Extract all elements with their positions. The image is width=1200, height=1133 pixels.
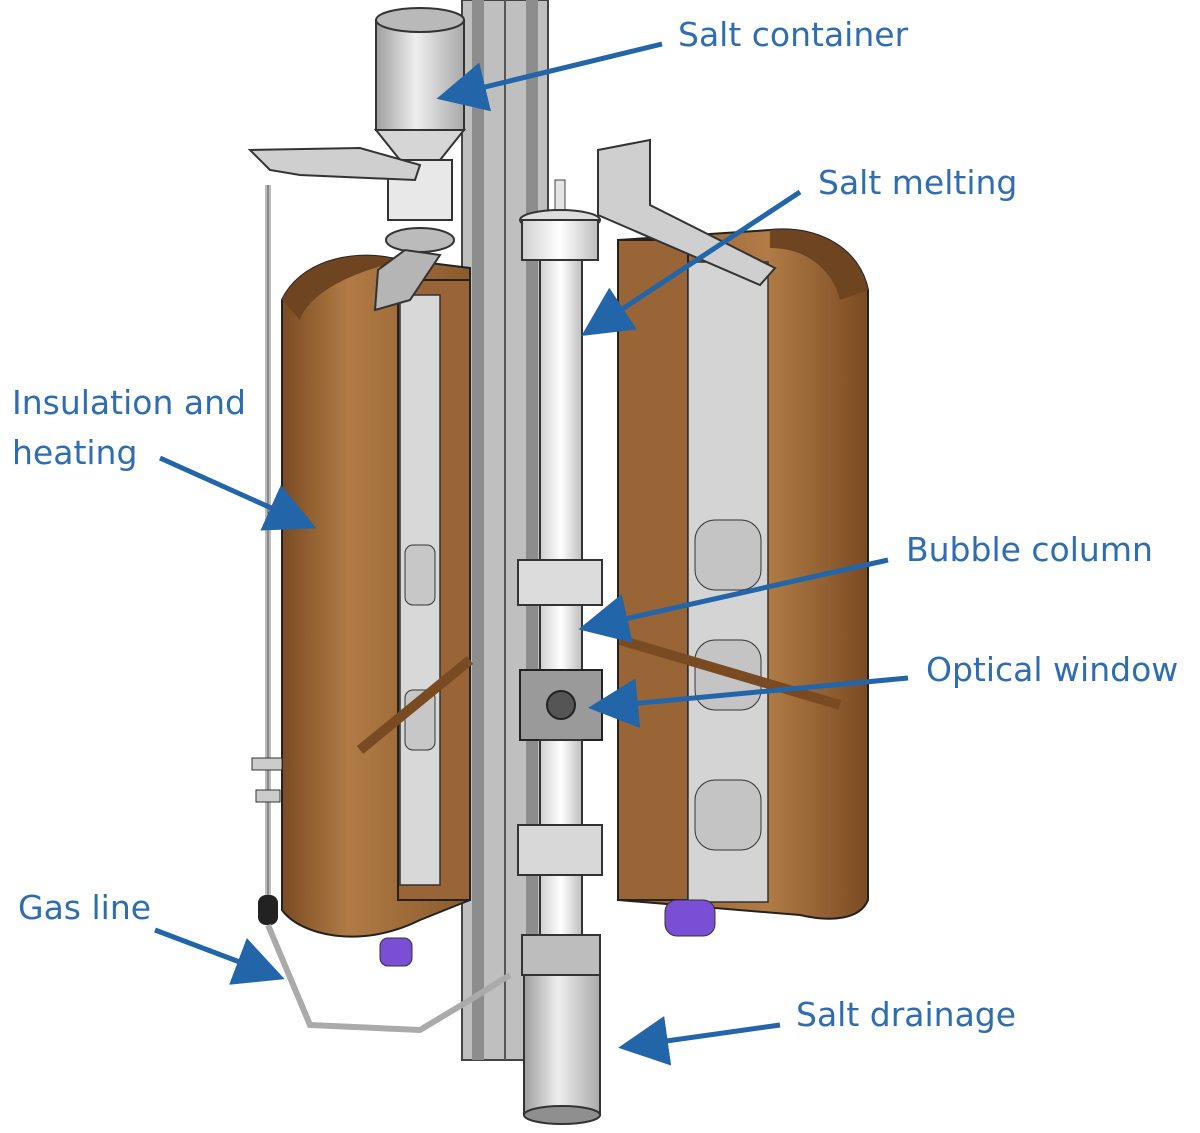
label-insulation-line2: heating [12, 432, 138, 472]
gas-line-tube [251, 185, 512, 1034]
label-bubble-column: Bubble column [906, 530, 1153, 569]
label-gas-line: Gas line [18, 888, 152, 927]
label-salt-container: Salt container [678, 15, 909, 54]
arrow-salt-container [436, 41, 663, 112]
label-salt-melting: Salt melting [818, 163, 1018, 202]
arrow-salt-melting [581, 189, 802, 336]
label-optical-window: Optical window [926, 650, 1179, 689]
heater-clamps [379, 899, 716, 967]
insulation-left [281, 254, 474, 938]
arrow-insulation [158, 455, 317, 531]
label-insulation-and-heating: Insulation and heating [12, 378, 246, 477]
label-insulation-line1: Insulation and [12, 383, 246, 422]
pointer-arrows [154, 41, 909, 1066]
top-right-bracket [597, 138, 777, 287]
arrow-gas-line [154, 927, 285, 985]
arrow-bubble-column [578, 557, 889, 643]
insulation-right [617, 228, 869, 920]
support-rail [461, 0, 549, 1061]
bubble-column-assembly [517, 179, 603, 1125]
label-salt-drainage: Salt drainage [796, 995, 1017, 1034]
arrow-optical-window [588, 675, 909, 729]
arrow-salt-drainage [618, 1016, 781, 1066]
